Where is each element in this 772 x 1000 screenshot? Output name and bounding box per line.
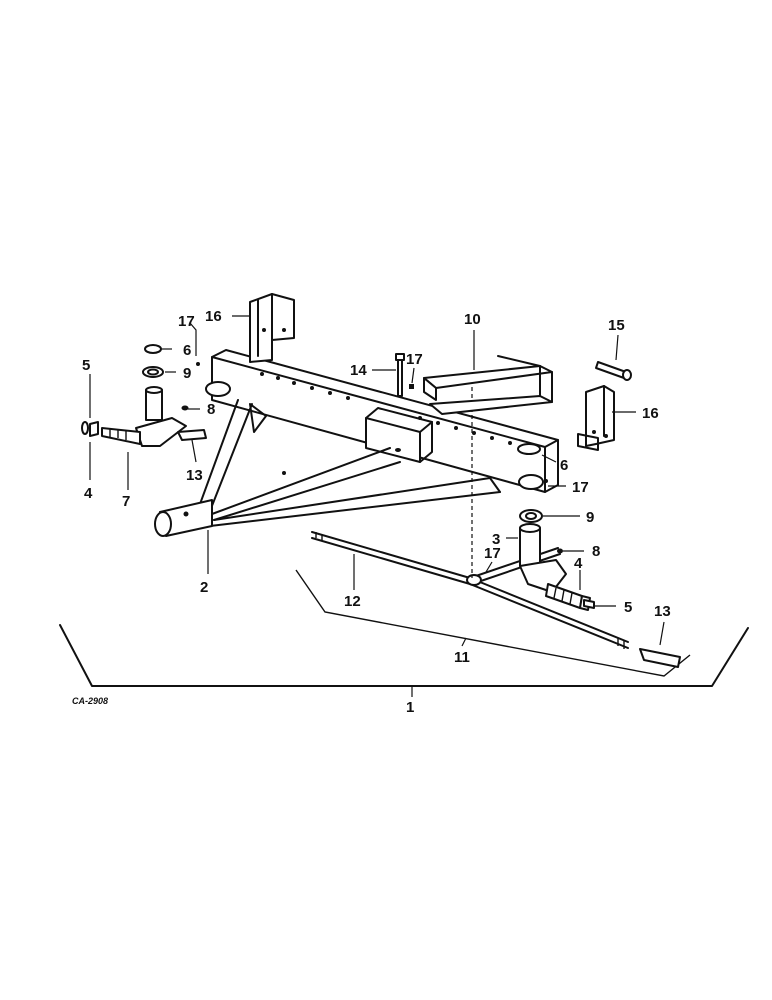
- callout-12: 12: [344, 593, 361, 610]
- bolt-15: [595, 361, 632, 381]
- bolt-14: [395, 353, 414, 397]
- callout-17-right: 17: [572, 479, 589, 496]
- bracket-16-left: [249, 293, 295, 363]
- callout-10: 10: [464, 311, 481, 328]
- callout-16-left: 16: [205, 308, 222, 325]
- callout-4-left: 4: [84, 485, 93, 502]
- tie-rod-bracket-line: [295, 569, 691, 677]
- bushing-9-left: [142, 366, 164, 378]
- callout-5-right: 5: [624, 599, 632, 616]
- callout-17-left: 17: [178, 313, 195, 330]
- callout-3: 3: [492, 531, 500, 548]
- callout-labels: 1 2 3 4 4 5 5 6 6 7 8 8 9 9 10 11 12 13 …: [72, 308, 671, 716]
- callout-8-right: 8: [592, 543, 600, 560]
- callout-6-right: 6: [560, 457, 568, 474]
- link-part-10: [423, 355, 553, 415]
- callout-13-left: 13: [186, 467, 203, 484]
- bushing-9-right: [519, 509, 543, 523]
- callout-17-bottom: 17: [484, 545, 501, 562]
- callout-8-left: 8: [207, 401, 215, 418]
- callout-15: 15: [608, 317, 625, 334]
- callout-17-center: 17: [406, 351, 423, 368]
- callout-9-left: 9: [183, 365, 191, 382]
- washer-6-left: [144, 344, 162, 354]
- callout-14: 14: [350, 362, 367, 379]
- callout-5-left: 5: [82, 357, 90, 374]
- tie-rod: [311, 531, 629, 649]
- callout-13-right: 13: [654, 603, 671, 620]
- left-spindle-assembly: [81, 344, 207, 447]
- callout-7: 7: [122, 493, 130, 510]
- assembly-bracket-line: [59, 624, 749, 687]
- callout-11: 11: [454, 649, 470, 666]
- callout-16-right: 16: [642, 405, 659, 422]
- callout-1: 1: [406, 699, 414, 716]
- leader-lines: [89, 315, 665, 647]
- main-frame: [154, 349, 559, 537]
- drawing-code: CA-2908: [72, 696, 108, 706]
- bracket-16-right: [577, 385, 615, 451]
- callout-6-left: 6: [183, 342, 191, 359]
- right-spindle-assembly: [517, 443, 681, 668]
- washer-6-right: [517, 443, 541, 455]
- callout-2: 2: [200, 579, 208, 596]
- callout-4-right: 4: [574, 555, 583, 572]
- callout-9-right: 9: [586, 509, 594, 526]
